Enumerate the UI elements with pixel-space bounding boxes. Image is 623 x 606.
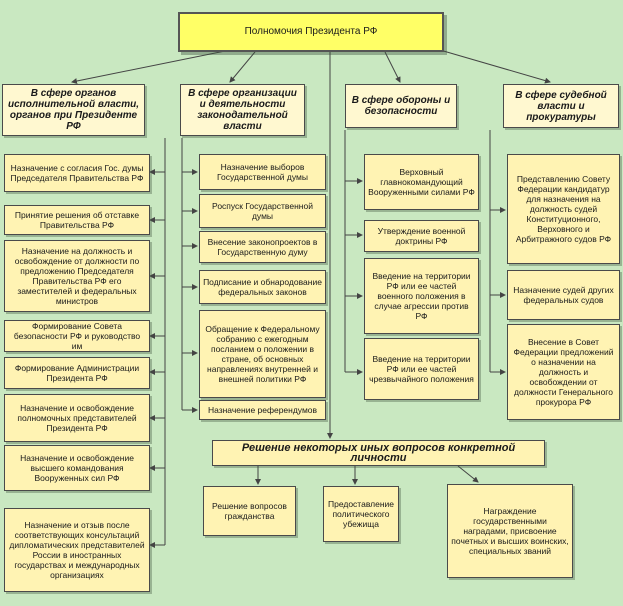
diagram-title: Полномочия Президента РФ <box>178 12 444 52</box>
column-heading-legislative: В сфере организации и деятельности закон… <box>180 84 305 136</box>
defense-item: Введение на территории РФ или ее частей … <box>364 258 479 334</box>
executive-item: Назначение и отзыв после соответствующих… <box>4 508 150 592</box>
executive-item: Назначение на должность и освобождение о… <box>4 240 150 312</box>
other-item-asylum: Предоставление политического убежища <box>323 486 399 542</box>
legislative-item: Назначение референдумов <box>199 400 326 420</box>
legislative-item: Назначение выборов Государственной думы <box>199 154 326 190</box>
executive-item: Назначение с согласия Гос. думы Председа… <box>4 154 150 192</box>
legislative-item: Внесение законопроектов в Государственну… <box>199 231 326 263</box>
judicial-item: Представлению Совету Федерации кандидату… <box>507 154 620 264</box>
column-heading-judicial: В сфере судебной власти и прокуратуры <box>503 84 619 128</box>
judicial-item: Назначение судей других федеральных судо… <box>507 270 620 320</box>
executive-item: Принятие решения об отставке Правительст… <box>4 205 150 235</box>
executive-item: Формирование Совета безопасности РФ и ру… <box>4 320 150 352</box>
other-item-citizenship: Решение вопросов гражданства <box>203 486 296 536</box>
executive-item: Назначение и освобождение высшего команд… <box>4 445 150 491</box>
judicial-item: Внесение в Совет Федерации предложений о… <box>507 324 620 420</box>
legislative-item: Роспуск Государственной думы <box>199 194 326 228</box>
executive-item: Назначение и освобождение полномочных пр… <box>4 394 150 442</box>
column-heading-executive: В сфере органов исполнительной власти, о… <box>2 84 145 136</box>
legislative-item: Обращение к Федеральному собранию с ежег… <box>199 310 326 398</box>
executive-item: Формирование Администрации Президента РФ <box>4 357 150 389</box>
defense-item: Верховный главнокомандующий Вооруженными… <box>364 154 479 210</box>
legislative-item: Подписание и обнародование федеральных з… <box>199 270 326 304</box>
defense-item: Утверждение военной доктрины РФ <box>364 220 479 252</box>
other-item-awards: Награждение государственными наградами, … <box>447 484 573 578</box>
other-heading: Решение некоторых иных вопросов конкретн… <box>212 440 545 466</box>
column-heading-defense: В сфере обороны и безопасности <box>345 84 457 128</box>
defense-item: Введение на территории РФ или ее частей … <box>364 338 479 400</box>
